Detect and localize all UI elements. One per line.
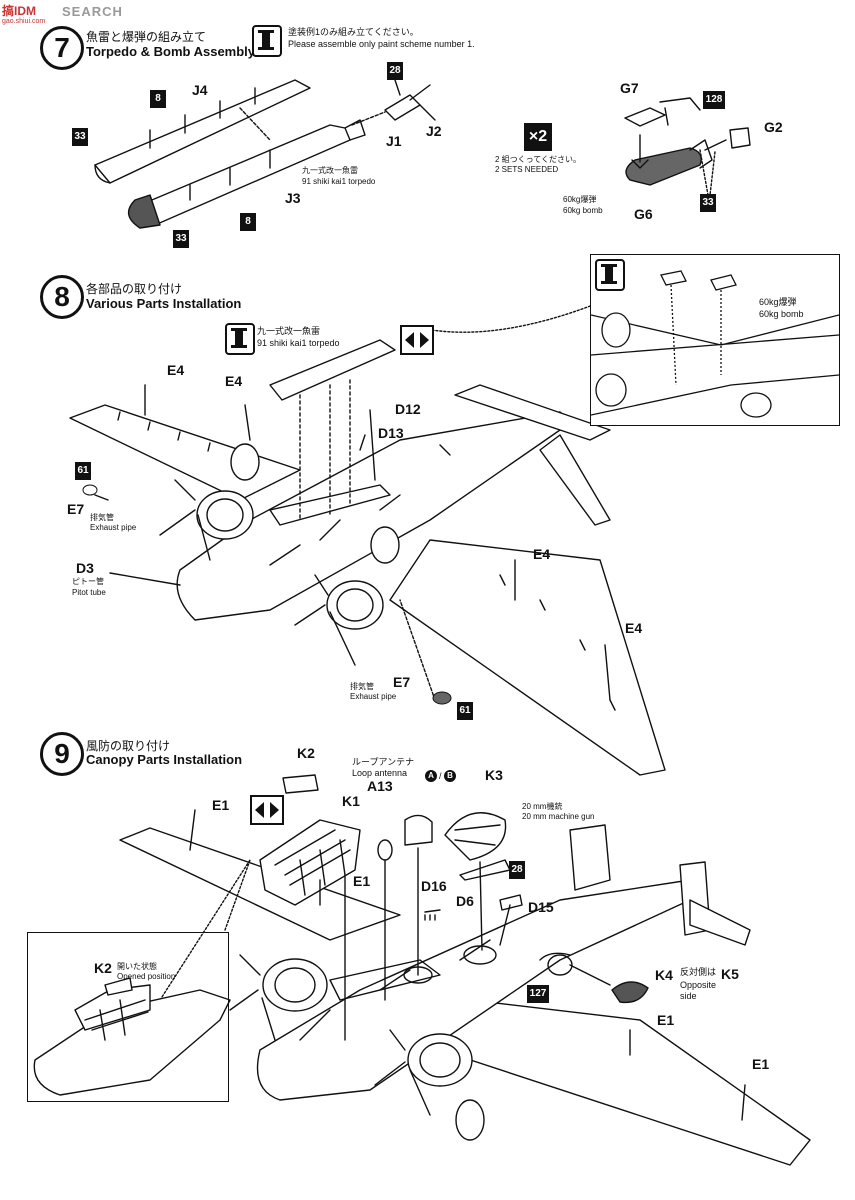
pitot-label-en: Pitot tube (72, 588, 106, 597)
step-7-title-en: Torpedo & Bomb Assembly (86, 44, 256, 59)
step-8-number: 8 (40, 275, 84, 319)
part-label-d16: D16 (421, 878, 447, 894)
part-label-d3: D3 (76, 560, 94, 576)
part-label-g2: G2 (764, 119, 783, 135)
opened-position-jp: 開いた状態 (117, 962, 157, 971)
paint-number-badge: 61 (75, 462, 91, 480)
part-label-g6: G6 (634, 206, 653, 222)
paint-number-badge: 33 (700, 194, 716, 212)
part-label-g7: G7 (620, 80, 639, 96)
step-8-title-jp: 各部品の取り付け (86, 282, 183, 296)
part-label-e4: E4 (225, 373, 243, 389)
torpedo-name-en: 91 shiki kai1 torpedo (302, 177, 376, 186)
variant-a-badge: A (425, 770, 437, 782)
step-9-title-en: Canopy Parts Installation (86, 752, 243, 767)
part-label-k2: K2 (94, 960, 112, 976)
paint-scheme-1-icon (225, 323, 255, 355)
loop-antenna-jp: ループアンテナ (352, 757, 415, 767)
inset-bomb-en: 60kg bomb (759, 309, 804, 319)
part-label-e1: E1 (353, 873, 371, 889)
canopy-open-inset-panel (27, 932, 229, 1102)
step-7-number: 7 (40, 26, 84, 70)
part-label-e4: E4 (533, 546, 551, 562)
torpedo-name-jp: 九一式改一魚雷 (302, 166, 358, 175)
paint-number-badge: 28 (509, 861, 525, 879)
part-label-a13: A13 (367, 778, 393, 794)
paint-scheme-1-icon (595, 259, 625, 291)
exhaust-label-en: Exhaust pipe (90, 523, 137, 532)
scheme-note-en: Please assemble only paint scheme number… (288, 39, 475, 49)
paint-number-badge: 61 (457, 702, 473, 720)
machine-gun-jp: 20 mm機銃 (522, 802, 563, 811)
paint-scheme-1-icon (252, 25, 282, 57)
part-label-k2: K2 (297, 745, 315, 761)
inset-wing-drawing (591, 270, 839, 418)
sets-needed-jp: 2 組つくってください。 (495, 155, 582, 164)
paint-number-badge: 33 (72, 128, 88, 146)
part-label-j1: J1 (386, 133, 402, 149)
paint-number-badge: 33 (173, 230, 189, 248)
exhaust-label-en: Exhaust pipe (350, 692, 397, 701)
paint-number-badge: 8 (150, 90, 166, 108)
part-label-d6: D6 (456, 893, 474, 909)
part-label-e1: E1 (212, 797, 230, 813)
paint-number-badge: 128 (703, 91, 725, 109)
part-label-k4: K4 (655, 967, 673, 983)
variant-b-badge: B (444, 770, 456, 782)
paint-number-badge: 127 (527, 985, 549, 1003)
flip-side-icon (400, 325, 434, 355)
bomb-inset-panel: 60kg爆弾 60kg bomb (590, 254, 840, 426)
part-label-e7: E7 (67, 501, 85, 517)
scheme-note-jp: 塗装例1のみ組み立てください。 (288, 27, 419, 37)
loop-antenna-en: Loop antenna (352, 768, 408, 778)
exhaust-label-jp: 排気管 (350, 682, 374, 691)
part-label-e1: E1 (657, 1012, 675, 1028)
part-label-d12: D12 (395, 401, 421, 417)
part-label-e4: E4 (167, 362, 185, 378)
step-9-number: 9 (40, 732, 84, 776)
part-label-j3: J3 (285, 190, 301, 206)
watermark-site: SEARCH (62, 4, 123, 19)
paint-number-badge: 28 (387, 62, 403, 80)
step-8-title-en: Various Parts Installation (86, 296, 242, 311)
opposite-side-en: Opposite side (680, 980, 717, 1001)
part-label-d13: D13 (378, 425, 404, 441)
opened-position-en: Opened position (117, 972, 176, 981)
part-label-k3: K3 (485, 767, 503, 783)
paint-number-badge: 8 (240, 213, 256, 231)
sets-multiplier-badge: ×2 (524, 123, 552, 151)
part-label-k1: K1 (342, 793, 360, 809)
part-label-e7: E7 (393, 674, 411, 690)
bomb-name-jp: 60kg爆弾 (563, 195, 597, 204)
part-label-e1: E1 (752, 1056, 770, 1072)
part-label-j2: J2 (426, 123, 442, 139)
variant-slash: / (439, 771, 442, 781)
pitot-label-jp: ピトー管 (72, 577, 104, 586)
machine-gun-en: 20 mm machine gun (522, 812, 595, 821)
part-label-e4: E4 (625, 620, 643, 636)
watermark-logo: 搞IDM (2, 4, 36, 18)
exhaust-label-jp: 排気管 (90, 513, 114, 522)
opposite-side-jp: 反対側は (680, 967, 717, 977)
watermark-url: gao.shiui.com (2, 18, 46, 25)
part-label-k5: K5 (721, 966, 739, 982)
inset-bomb-jp: 60kg爆弾 (759, 297, 797, 307)
flip-side-icon (250, 795, 284, 825)
torpedo-name-en: 91 shiki kai1 torpedo (257, 338, 340, 348)
step-7-title-jp: 魚雷と爆弾の組み立て (86, 30, 207, 44)
step-9-title-jp: 風防の取り付け (86, 739, 171, 753)
torpedo-name-jp: 九一式改一魚雷 (257, 326, 321, 336)
bomb-name-en: 60kg bomb (563, 206, 603, 215)
part-label-d15: D15 (528, 899, 554, 915)
sets-needed-en: 2 SETS NEEDED (495, 165, 559, 174)
part-label-j4: J4 (192, 82, 208, 98)
